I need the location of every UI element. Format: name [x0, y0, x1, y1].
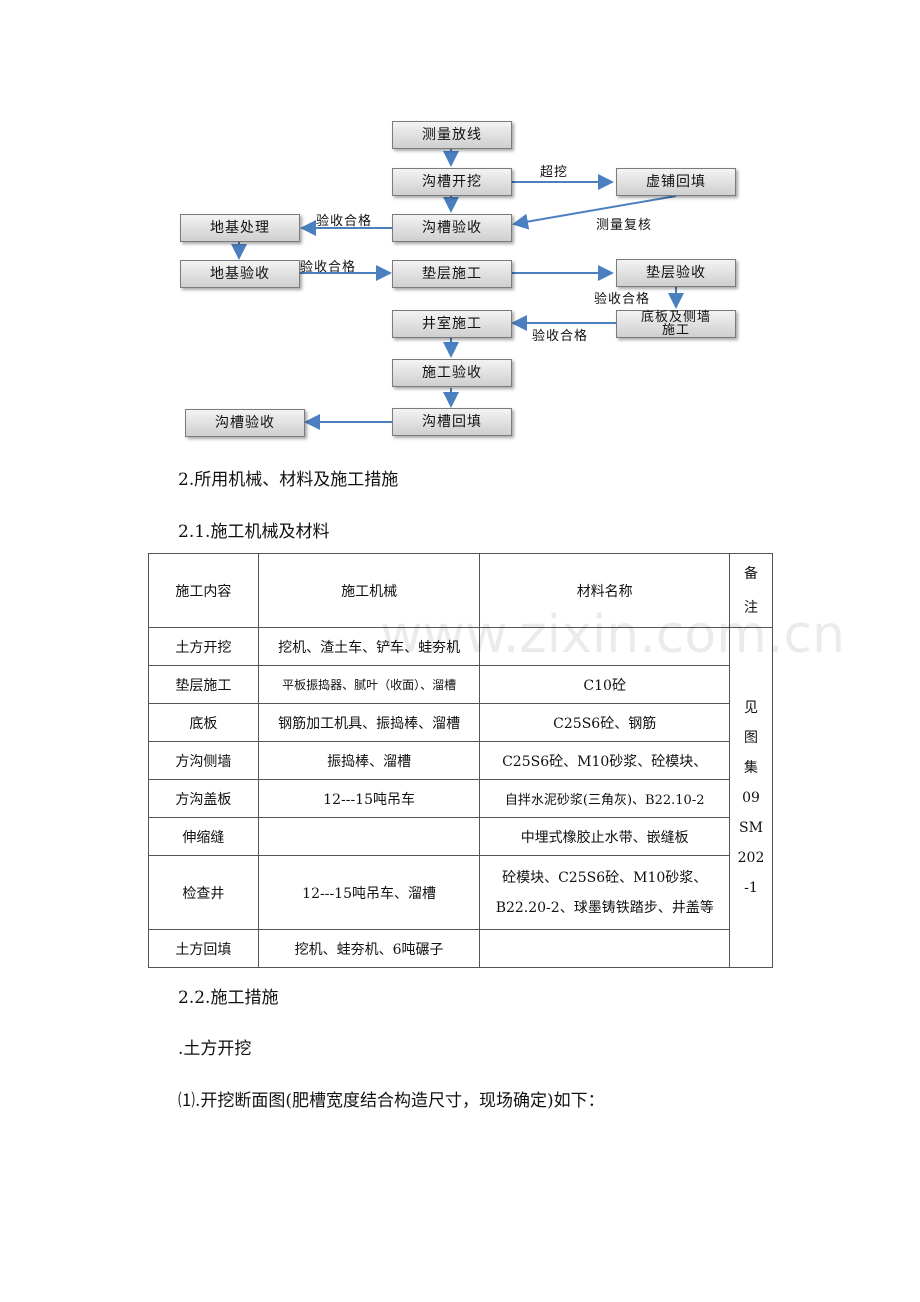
flowchart-arrows	[231, 148, 684, 430]
table-cell: 方沟盖板	[148, 779, 259, 818]
table-row: 底板 钢筋加工机具、振捣棒、溜槽 C25S6砼、钢筋	[148, 703, 773, 742]
section-heading-earthwork: .土方开挖	[178, 1039, 252, 1059]
flow-box-floor-wall-line2: 施工	[661, 323, 690, 338]
flow-label-resurvey: 测量复核	[596, 218, 653, 233]
table-cell: 土方开挖	[148, 627, 259, 666]
table-cell: C10砼	[479, 665, 730, 704]
flow-box-cushion-acceptance: 垫层验收	[616, 259, 736, 287]
table-cell: 平板振捣器、腻叶（收面）、溜槽	[257, 665, 481, 704]
flow-label-pass-3: 验收合格	[594, 292, 651, 307]
table-cell	[479, 627, 730, 666]
flow-label-pass-2: 验收合格	[300, 260, 357, 275]
flow-box-construction-acceptance: 施工验收	[392, 359, 512, 387]
arrow-loosefill-accept	[512, 195, 677, 230]
table-header-content: 施工内容	[148, 553, 259, 628]
table-row: 方沟侧墙 振捣棒、溜槽 C25S6砼、M10砂浆、砼模块、	[148, 741, 773, 780]
flow-box-survey: 测量放线	[392, 121, 512, 149]
remark-line: 202	[737, 849, 765, 866]
table-header-row: 施工内容 施工机械 材料名称 备 注	[148, 553, 773, 628]
remark-line: -1	[744, 879, 758, 896]
table-cell: 土方回填	[148, 929, 259, 968]
flow-box-floor-wall-line1: 底板及侧墙	[640, 310, 711, 325]
table-cell: 振捣棒、溜槽	[257, 741, 481, 780]
flow-label-pass-1: 验收合格	[316, 214, 373, 229]
flow-box-foundation-acceptance: 地基验收	[180, 260, 300, 288]
table-cell: 挖机、蛙夯机、6吨碾子	[257, 929, 481, 968]
table-cell: 自拌水泥砂浆(三角灰)、B22.10-2	[479, 779, 730, 818]
table-row: 土方回填 挖机、蛙夯机、6吨碾子	[148, 929, 773, 968]
table-cell: 12---15吨吊车、溜槽	[257, 855, 481, 930]
flow-label-over-dig: 超挖	[540, 165, 569, 180]
remark-line: 集	[744, 759, 758, 776]
watermark: www.zixin.com.cn	[380, 605, 845, 665]
table-cell: 钢筋加工机具、振捣棒、溜槽	[257, 703, 481, 742]
table-cell: 垫层施工	[148, 665, 259, 704]
table-cell	[257, 817, 481, 856]
table-cell: 砼模块、C25S6砼、M10砂浆、B22.20-2、球墨铸铁踏步、井盖等	[479, 855, 730, 930]
section-heading-2: 2.所用机械、材料及施工措施	[178, 470, 399, 490]
table-row: 伸缩缝 中埋式橡胶止水带、嵌缝板	[148, 817, 773, 856]
table-row: 垫层施工 平板振捣器、腻叶（收面）、溜槽 C10砼	[148, 665, 773, 704]
table-header-machinery: 施工机械	[257, 553, 481, 628]
table-cell: 12---15吨吊车	[257, 779, 481, 818]
table-cell: 伸缩缝	[148, 817, 259, 856]
table-cell: 方沟侧墙	[148, 741, 259, 780]
remark-char: 备	[744, 565, 758, 582]
flow-box-trench-acceptance: 沟槽验收	[392, 214, 512, 242]
flow-box-trench-backfill: 沟槽回填	[392, 408, 512, 436]
table-cell: 中埋式橡胶止水带、嵌缝板	[479, 817, 730, 856]
table-cell: 底板	[148, 703, 259, 742]
table-cell: 检查井	[148, 855, 259, 930]
section-heading-excavation-profile: ⑴.开挖断面图(肥槽宽度结合构造尺寸，现场确定)如下：	[178, 1091, 605, 1111]
remark-char: 注	[744, 599, 758, 616]
flow-box-trench-acceptance-final: 沟槽验收	[185, 409, 305, 437]
flow-box-floor-wall-construction: 底板及侧墙 施工	[616, 310, 736, 338]
table-remark-cell: 见 图 集 09 SM 202 -1	[729, 627, 773, 968]
table-cell	[479, 929, 730, 968]
remark-line: 09	[742, 789, 760, 806]
table-row: 检查井 12---15吨吊车、溜槽 砼模块、C25S6砼、M10砂浆、B22.2…	[148, 855, 773, 930]
section-heading-2-1: 2.1.施工机械及材料	[178, 522, 330, 542]
section-heading-2-2: 2.2.施工措施	[178, 988, 279, 1008]
table-row: 方沟盖板 12---15吨吊车 自拌水泥砂浆(三角灰)、B22.10-2	[148, 779, 773, 818]
table-header-materials: 材料名称	[479, 553, 730, 628]
table-cell: C25S6砼、M10砂浆、砼模块、	[479, 741, 730, 780]
remark-line: 见	[744, 699, 758, 716]
table-row: 土方开挖 挖机、渣土车、铲车、蛙夯机 见 图 集 09 SM 202 -1	[148, 627, 773, 968]
remark-line: 图	[744, 729, 758, 746]
flow-box-cushion-construction: 垫层施工	[392, 260, 512, 288]
remark-line: SM	[739, 819, 763, 836]
flow-box-loose-fill: 虚铺回填	[616, 168, 736, 196]
table-cell: C25S6砼、钢筋	[479, 703, 730, 742]
flow-box-excavate: 沟槽开挖	[392, 168, 512, 196]
flow-label-pass-4: 验收合格	[532, 329, 589, 344]
flow-box-foundation-treatment: 地基处理	[180, 214, 300, 242]
equipment-materials-table: 施工内容 施工机械 材料名称 备 注 土方开挖 挖机、渣土车、铲车、蛙夯机 见 …	[148, 553, 773, 968]
flow-box-well-construction: 井室施工	[392, 310, 512, 338]
